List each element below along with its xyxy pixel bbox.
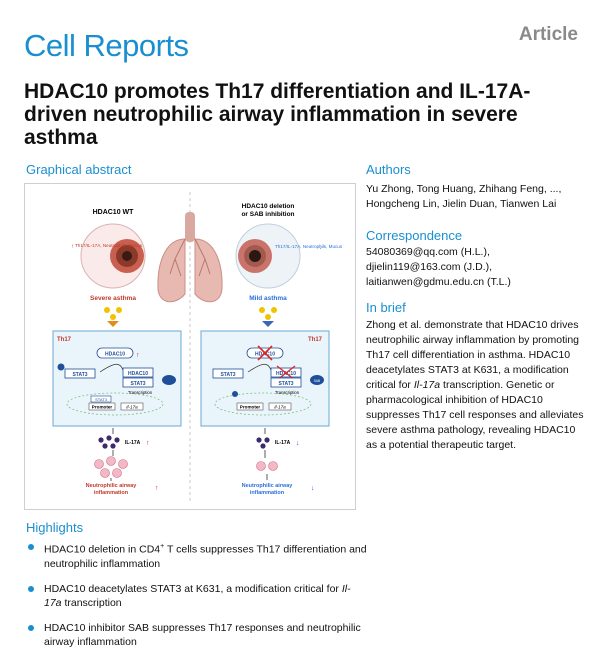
right-airway-label: Th17/IL-17A, Neutrophils, Mucus [275,244,343,249]
left-nucleus [66,392,164,416]
bullet-icon [28,624,34,631]
right-outcome-line1: Neutrophilic airway [242,483,294,489]
left-hdac10-badge [96,347,134,359]
highlight-2-gene: Il-17a [44,582,351,609]
correspondence-email-1[interactable]: 54080369@qq.com (H.L.), [366,246,490,258]
highlight-3-text: HDAC10 inhibitor SAB suppresses Th17 res… [44,621,361,648]
highlight-2-text-a: HDAC10 deacetylates STAT3 at K631, a mod… [44,582,342,595]
left-panel-title: HDAC10 WT [93,209,135,216]
correspondence-email-3[interactable]: laitianwen@gdmu.edu.cn (T.L.) [366,276,511,288]
left-il17a-molecules [98,435,120,449]
bullet-icon [28,544,34,550]
left-stat3-badge [64,368,96,379]
left-stat3-badge-2 [122,377,154,388]
mild-asthma-label: Mild asthma [249,295,287,302]
highlight-item: HDAC10 deletion in CD4+ T cells suppress… [28,540,368,571]
highlight-1-text-a: HDAC10 deletion in CD4 [44,543,161,556]
right-il17a-label: IL-17A [275,440,291,446]
graphical-abstract-svg: HDAC10 WT HDAC10 deletion or SAB inhibit… [52,192,343,502]
journal-name: Cell Reports [24,28,189,63]
bullet-icon [28,585,34,592]
right-outcome-down-icon: ↓ [311,485,315,492]
right-stat3-text: STAT3 [220,372,235,378]
correspondence-heading: Correspondence [366,228,463,243]
left-hdac10-up-icon: ↑ [136,352,140,359]
left-outcome-line1: Neutrophilic airway [86,483,138,489]
highlights-heading: Highlights [26,520,84,535]
graphical-abstract-heading: Graphical abstract [26,162,132,177]
left-airway-label: Th17/IL-17A, Neutrophils, Mucus [75,243,143,248]
left-stat3-text: STAT3 [72,372,87,378]
right-th17-panel [200,330,330,427]
left-receptor-icon [104,307,122,327]
right-gene-label: Il-17a [274,405,286,410]
in-brief-heading: In brief [366,300,406,315]
right-hdac10-text: HDAC10 [255,352,275,358]
right-neutrophils [256,461,278,471]
left-hdac10-text: HDAC10 [105,352,125,358]
highlight-2-text-b: transcription [61,596,122,609]
right-receptor-icon [259,307,277,327]
left-transcription-label: Transcription [128,390,153,395]
left-neutrophils [94,456,128,478]
left-ac-icon [57,363,65,371]
article-title: HDAC10 promotes Th17 differentiation and… [24,80,531,149]
in-brief-text: Zhong et al. demonstrate that HDAC10 dri… [366,318,588,453]
severe-asthma-label: Severe asthma [90,295,136,302]
lungs-illustration [157,212,223,303]
in-brief-gene: Il-17a [413,379,441,391]
left-dna-icon [162,375,176,385]
right-transcription-label: Transcription [275,390,300,395]
highlight-item: HDAC10 deacetylates STAT3 at K631, a mod… [28,582,368,610]
in-brief-part-1: Zhong et al. demonstrate that HDAC10 dri… [366,319,580,391]
in-brief-part-2: transcription. Genetic or pharmacologica… [366,379,584,451]
left-hdac10-text-2: HDAC10 [128,371,148,377]
authors-heading: Authors [366,162,411,177]
right-stat3-badge-2 [270,377,302,388]
right-ac-icon [232,391,238,397]
left-il17a-label: IL-17A [125,440,141,446]
right-outcome-line2: inflammation [250,490,285,496]
left-outcome-up-icon: ↑ [155,485,159,492]
correspondence-block: 54080369@qq.com (H.L.), djielin119@163.c… [366,245,588,290]
right-hdac10-text-2: HDAC10 [276,371,296,377]
right-panel-title-1: HDAC10 deletion [242,203,295,210]
authors-list: Yu Zhong, Tong Huang, Zhihang Feng, ...,… [366,183,562,210]
highlights-list: HDAC10 deletion in CD4+ T cells suppress… [28,540,368,660]
highlight-item: HDAC10 inhibitor SAB suppresses Th17 res… [28,621,368,649]
left-th17-label: Th17 [57,337,72,343]
left-stat3-promoter: STAT3 [95,397,108,402]
left-il17a-up-icon: ↑ [146,440,150,447]
left-hdac10-badge-2 [122,367,154,378]
right-stat3-text-2: STAT3 [278,381,293,387]
right-stat3-badge [212,368,244,379]
article-type: Article [518,24,578,45]
right-nucleus [214,392,312,416]
graphical-abstract-figure: HDAC10 WT HDAC10 deletion or SAB inhibit… [24,183,356,510]
right-sab-label: SAB [314,379,320,383]
right-dna-icon [310,375,324,385]
right-il17a-molecules [256,437,270,449]
left-stat3-text-2: STAT3 [130,381,145,387]
highlight-1-sup: + [160,543,165,550]
right-panel-title-2: or SAB inhibition [241,211,294,218]
right-th17-label: Th17 [308,337,323,343]
left-gene-label: Il-17a [126,405,138,410]
right-airway-cross-section [235,223,301,289]
left-promoter-label: Promoter [92,405,113,410]
flow-arrows [110,428,268,481]
left-outcome-line2: inflammation [94,490,129,496]
correspondence-email-2[interactable]: djielin119@163.com (J.D.), [366,261,493,273]
right-il17a-down-icon: ↓ [296,440,300,447]
right-hdac10-cross-icon [257,345,273,361]
right-promoter-label: Promoter [240,405,261,410]
highlight-1-text-b: T cells suppresses Th17 differentiation … [44,543,367,570]
right-down-arrow-icon: ↓ [319,245,322,251]
left-airway-cross-section [80,223,146,289]
left-th17-panel [52,330,182,427]
left-up-arrow-icon: ↑ [71,244,74,250]
